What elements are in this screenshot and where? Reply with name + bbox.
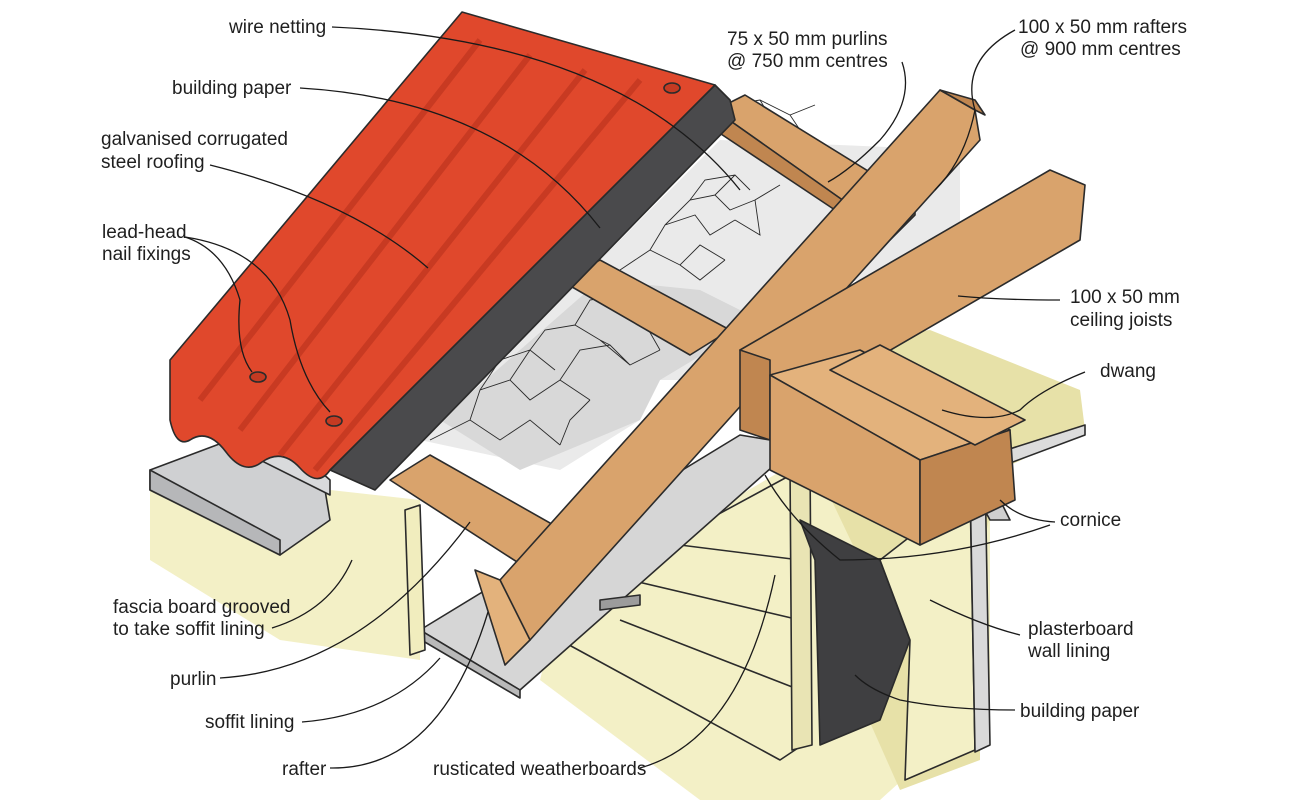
leader-plasterboard-upper: [764, 474, 1051, 561]
fascia-face: [404, 504, 426, 656]
leader-rafters: [934, 29, 1016, 191]
label-cornice: cornice: [1060, 510, 1121, 531]
label-nail-line1: lead-head: [102, 222, 187, 243]
leader-rafter: [329, 611, 489, 769]
label-soffit-lining: soffit lining: [205, 712, 294, 733]
label-roofing-line1: galvanised corrugated: [101, 129, 288, 150]
label-plasterboard-line2: wall lining: [1027, 641, 1110, 662]
roofing-corrugation-1: [197, 38, 483, 402]
leader-weatherboards: [639, 574, 776, 769]
leader-building-paper-top: [299, 87, 601, 229]
label-purlins-line2: @ 750 mm centres: [727, 51, 888, 72]
dwang-upper-block: [829, 344, 1026, 446]
label-weatherboards: rusticated weatherboards: [433, 759, 646, 780]
label-rafter: rafter: [282, 759, 327, 780]
wire-netting: [429, 99, 816, 446]
leader-roofing: [209, 164, 429, 269]
label-building-paper-bottom: building paper: [1020, 701, 1140, 722]
joist-end: [739, 349, 771, 441]
labels: wire netting building paper galvanised c…: [101, 17, 1187, 780]
label-fascia-line2: to take soffit lining: [113, 619, 265, 640]
ceiling-joist: [739, 169, 1086, 441]
roofing-corrugation-2: [237, 53, 533, 432]
label-rafters-line1: 100 x 50 mm rafters: [1018, 17, 1187, 38]
wall-stud: [789, 459, 813, 751]
dwang: [769, 344, 1026, 546]
roofing-corrugation-4: [312, 78, 643, 472]
leader-cornice: [999, 499, 1056, 523]
leader-purlins: [827, 61, 907, 183]
flashing-lip: [149, 469, 281, 556]
label-rafters-line2: @ 900 mm centres: [1020, 39, 1181, 60]
label-fascia-line1: fascia board grooved: [113, 597, 290, 618]
leader-nail-1: [184, 236, 253, 373]
leader-soffit: [301, 657, 441, 723]
leader-dwang: [941, 371, 1086, 419]
label-plasterboard-line1: plasterboard: [1028, 619, 1134, 640]
label-purlins-line1: 75 x 50 mm purlins: [727, 29, 888, 50]
nail-head-2: [325, 415, 343, 427]
label-wire-netting: wire netting: [228, 17, 326, 38]
label-joists-line1: 100 x 50 mm: [1070, 287, 1180, 308]
leader-plasterboard: [929, 599, 1021, 636]
label-roofing-line2: steel roofing: [101, 152, 205, 173]
weatherboard-line-3: [619, 619, 801, 691]
nail-head-1: [249, 371, 267, 383]
label-joists-line2: ceiling joists: [1070, 310, 1172, 331]
roofing-corrugation-3: [277, 68, 588, 457]
nail-head-3: [663, 82, 681, 94]
corrugated-roofing: [169, 11, 716, 480]
label-purlin: purlin: [170, 669, 216, 690]
leader-purlin: [219, 521, 471, 679]
label-dwang: dwang: [1100, 361, 1156, 382]
leader-lines: [184, 26, 1086, 769]
weatherboard-line-2: [629, 579, 801, 621]
rafter-top-end: [939, 89, 986, 116]
rafter-end: [474, 569, 531, 666]
leader-fascia: [271, 559, 353, 629]
soffit-clip: [599, 594, 641, 611]
leader-building-paper-bottom: [854, 674, 1016, 711]
netting-mesh-upper: [619, 174, 781, 281]
fascia-board: [404, 504, 426, 656]
label-building-paper-top: building paper: [172, 78, 292, 99]
label-nail-line2: nail fixings: [102, 244, 191, 265]
leader-joists: [957, 295, 1061, 301]
leader-wire-netting: [331, 26, 741, 191]
leader-nail-2: [184, 236, 331, 413]
